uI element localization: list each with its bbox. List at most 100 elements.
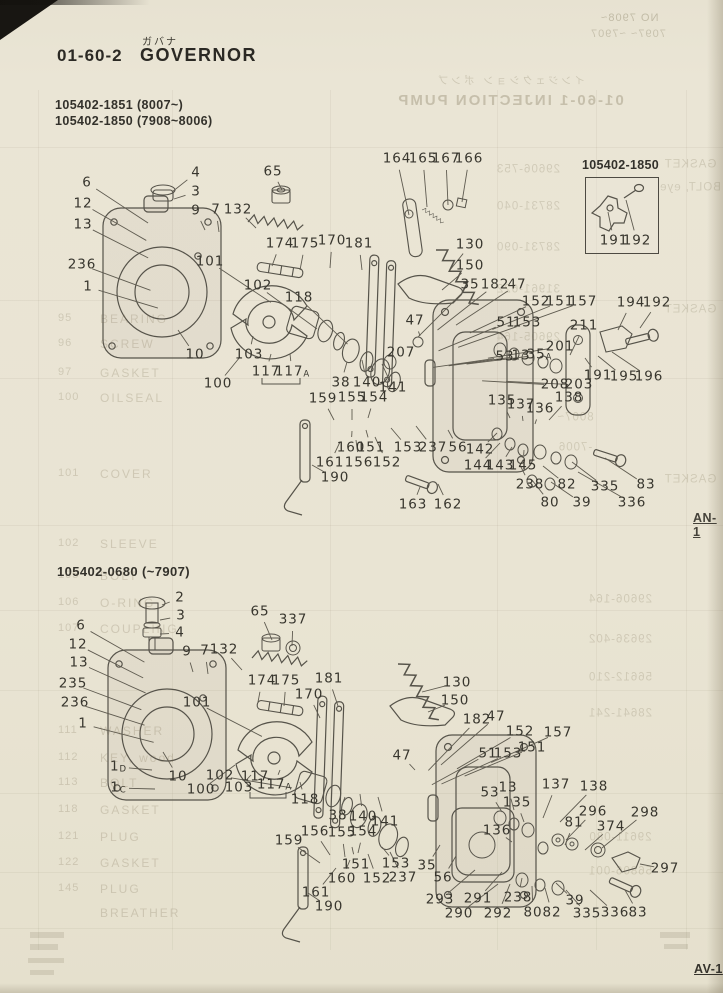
model-number-lower: 105402-0680 (~7907) <box>57 564 191 579</box>
page-title-japanese: ガバナ <box>142 37 178 48</box>
ghost-part-number: 28731-090 <box>496 241 560 254</box>
callout-174: 174 <box>265 235 295 252</box>
callout-145: 145 <box>508 457 538 474</box>
ghost-part-name: BOLT <box>100 569 139 583</box>
callout-161: 161 <box>301 884 331 901</box>
callout-6: 6 <box>82 174 92 191</box>
callout-161: 161 <box>315 454 345 471</box>
callout-117A: 117A <box>256 776 292 793</box>
ghost-part-number: BOLT, eye <box>659 181 721 194</box>
callout-7: 7 <box>200 642 210 659</box>
ghost-part-number: 29611-080 <box>588 831 652 844</box>
ghost-item-number: 101 <box>58 467 80 479</box>
callout-174: 174 <box>247 672 277 689</box>
ghost-part-number: 29605-164 <box>496 331 560 344</box>
callout-39: 39 <box>572 494 592 511</box>
page-title: GOVERNOR <box>140 45 258 65</box>
callout-135: 135 <box>487 392 517 409</box>
callout-150: 150 <box>455 257 485 274</box>
callout-47: 47 <box>486 708 506 725</box>
section-code: 01-60-2 <box>57 46 123 65</box>
callout-81: 81 <box>564 814 584 831</box>
callout-53: 53 <box>480 784 500 801</box>
callout-237: 237 <box>388 869 418 886</box>
callout-237: 237 <box>418 439 448 456</box>
callout-39: 39 <box>565 892 585 909</box>
page-corner-shadow <box>0 0 58 40</box>
ghost-part-number: 31961-622 <box>496 283 560 296</box>
callout-152: 152 <box>505 723 535 740</box>
callout-160: 160 <box>327 870 357 887</box>
page-ref-upper: AN-1 <box>693 511 717 539</box>
callout-10: 10 <box>185 346 205 363</box>
callout-suffix: C <box>119 785 126 796</box>
callout-80: 80 <box>540 494 560 511</box>
callout-1D: 1D <box>109 758 127 775</box>
ghost-part-name: GASKET <box>100 803 161 817</box>
callout-190: 190 <box>320 469 350 486</box>
ghost-part-number: GASKET <box>663 158 717 171</box>
callout-192: 192 <box>622 232 652 249</box>
page-bottom-shade <box>0 983 723 993</box>
callout-335: 335 <box>572 905 602 922</box>
callout-100: 100 <box>186 781 216 798</box>
callout-141: 141 <box>370 813 400 830</box>
callout-12: 12 <box>73 195 93 212</box>
callout-80: 80 <box>523 904 543 921</box>
callout-1: 1 <box>78 715 88 732</box>
ghost-part-name: COVER <box>100 467 153 481</box>
callout-4: 4 <box>191 164 201 181</box>
callout-51: 51 <box>496 314 516 331</box>
callout-1: 1 <box>83 278 93 295</box>
ghost-part-number: 29636-402 <box>588 633 652 646</box>
ghost-part-name: BOLT <box>100 776 139 790</box>
callout-118: 118 <box>284 289 314 306</box>
ghost-item-number: 112 <box>58 751 79 763</box>
callout-136: 136 <box>482 822 512 839</box>
callout-211: 211 <box>569 317 599 334</box>
callout-159: 159 <box>274 832 304 849</box>
ghost-part-name: PLUG <box>100 830 141 844</box>
ghost-item-number: 145 <box>58 882 80 894</box>
callout-7: 7 <box>211 201 221 218</box>
ghost-part-number: 28641-241 <box>588 707 652 720</box>
ghost-part-number: 56806-001 <box>588 865 652 878</box>
ghost-part-number: 29606-164 <box>588 593 652 606</box>
ghost-item-number: 113 <box>58 776 79 788</box>
ghost-part-name: O-RING <box>100 596 156 610</box>
callout-13: 13 <box>69 654 89 671</box>
callout-82: 82 <box>557 476 577 493</box>
ghost-part-number: GASKET <box>663 303 717 316</box>
callout-35A: 35A <box>526 346 552 363</box>
callout-291: 291 <box>463 890 493 907</box>
callout-38: 38 <box>328 807 348 824</box>
inset-art <box>590 183 645 232</box>
callout-238: 238 <box>515 476 545 493</box>
callout-157: 157 <box>543 724 573 741</box>
callout-10: 10 <box>168 768 188 785</box>
callout-207: 207 <box>386 344 416 361</box>
callout-82: 82 <box>542 904 562 921</box>
callout-6: 6 <box>76 617 86 634</box>
callout-153: 153 <box>512 314 542 331</box>
callout-157: 157 <box>568 293 598 310</box>
ghost-part-number: 8007~ <box>556 411 594 424</box>
callout-117A: 117A <box>274 363 310 380</box>
callout-195: 195 <box>609 368 639 385</box>
callout-335: 335 <box>590 478 620 495</box>
callout-151: 151 <box>341 856 371 873</box>
callout-201: 201 <box>545 338 575 355</box>
callout-153: 153 <box>493 745 523 762</box>
callout-150: 150 <box>440 692 470 709</box>
callout-132: 132 <box>209 641 239 658</box>
callout-suffix: A <box>303 369 310 380</box>
callout-130: 130 <box>455 236 485 253</box>
ghost-part-name: COUPLING <box>100 622 179 636</box>
callout-53: 53 <box>495 348 515 365</box>
callout-9: 9 <box>191 202 201 219</box>
ghost-part-number: 56612-210 <box>588 671 652 684</box>
callout-170: 170 <box>317 232 347 249</box>
ghost-part-name: GASKET <box>100 856 161 870</box>
callout-155: 155 <box>337 389 367 406</box>
